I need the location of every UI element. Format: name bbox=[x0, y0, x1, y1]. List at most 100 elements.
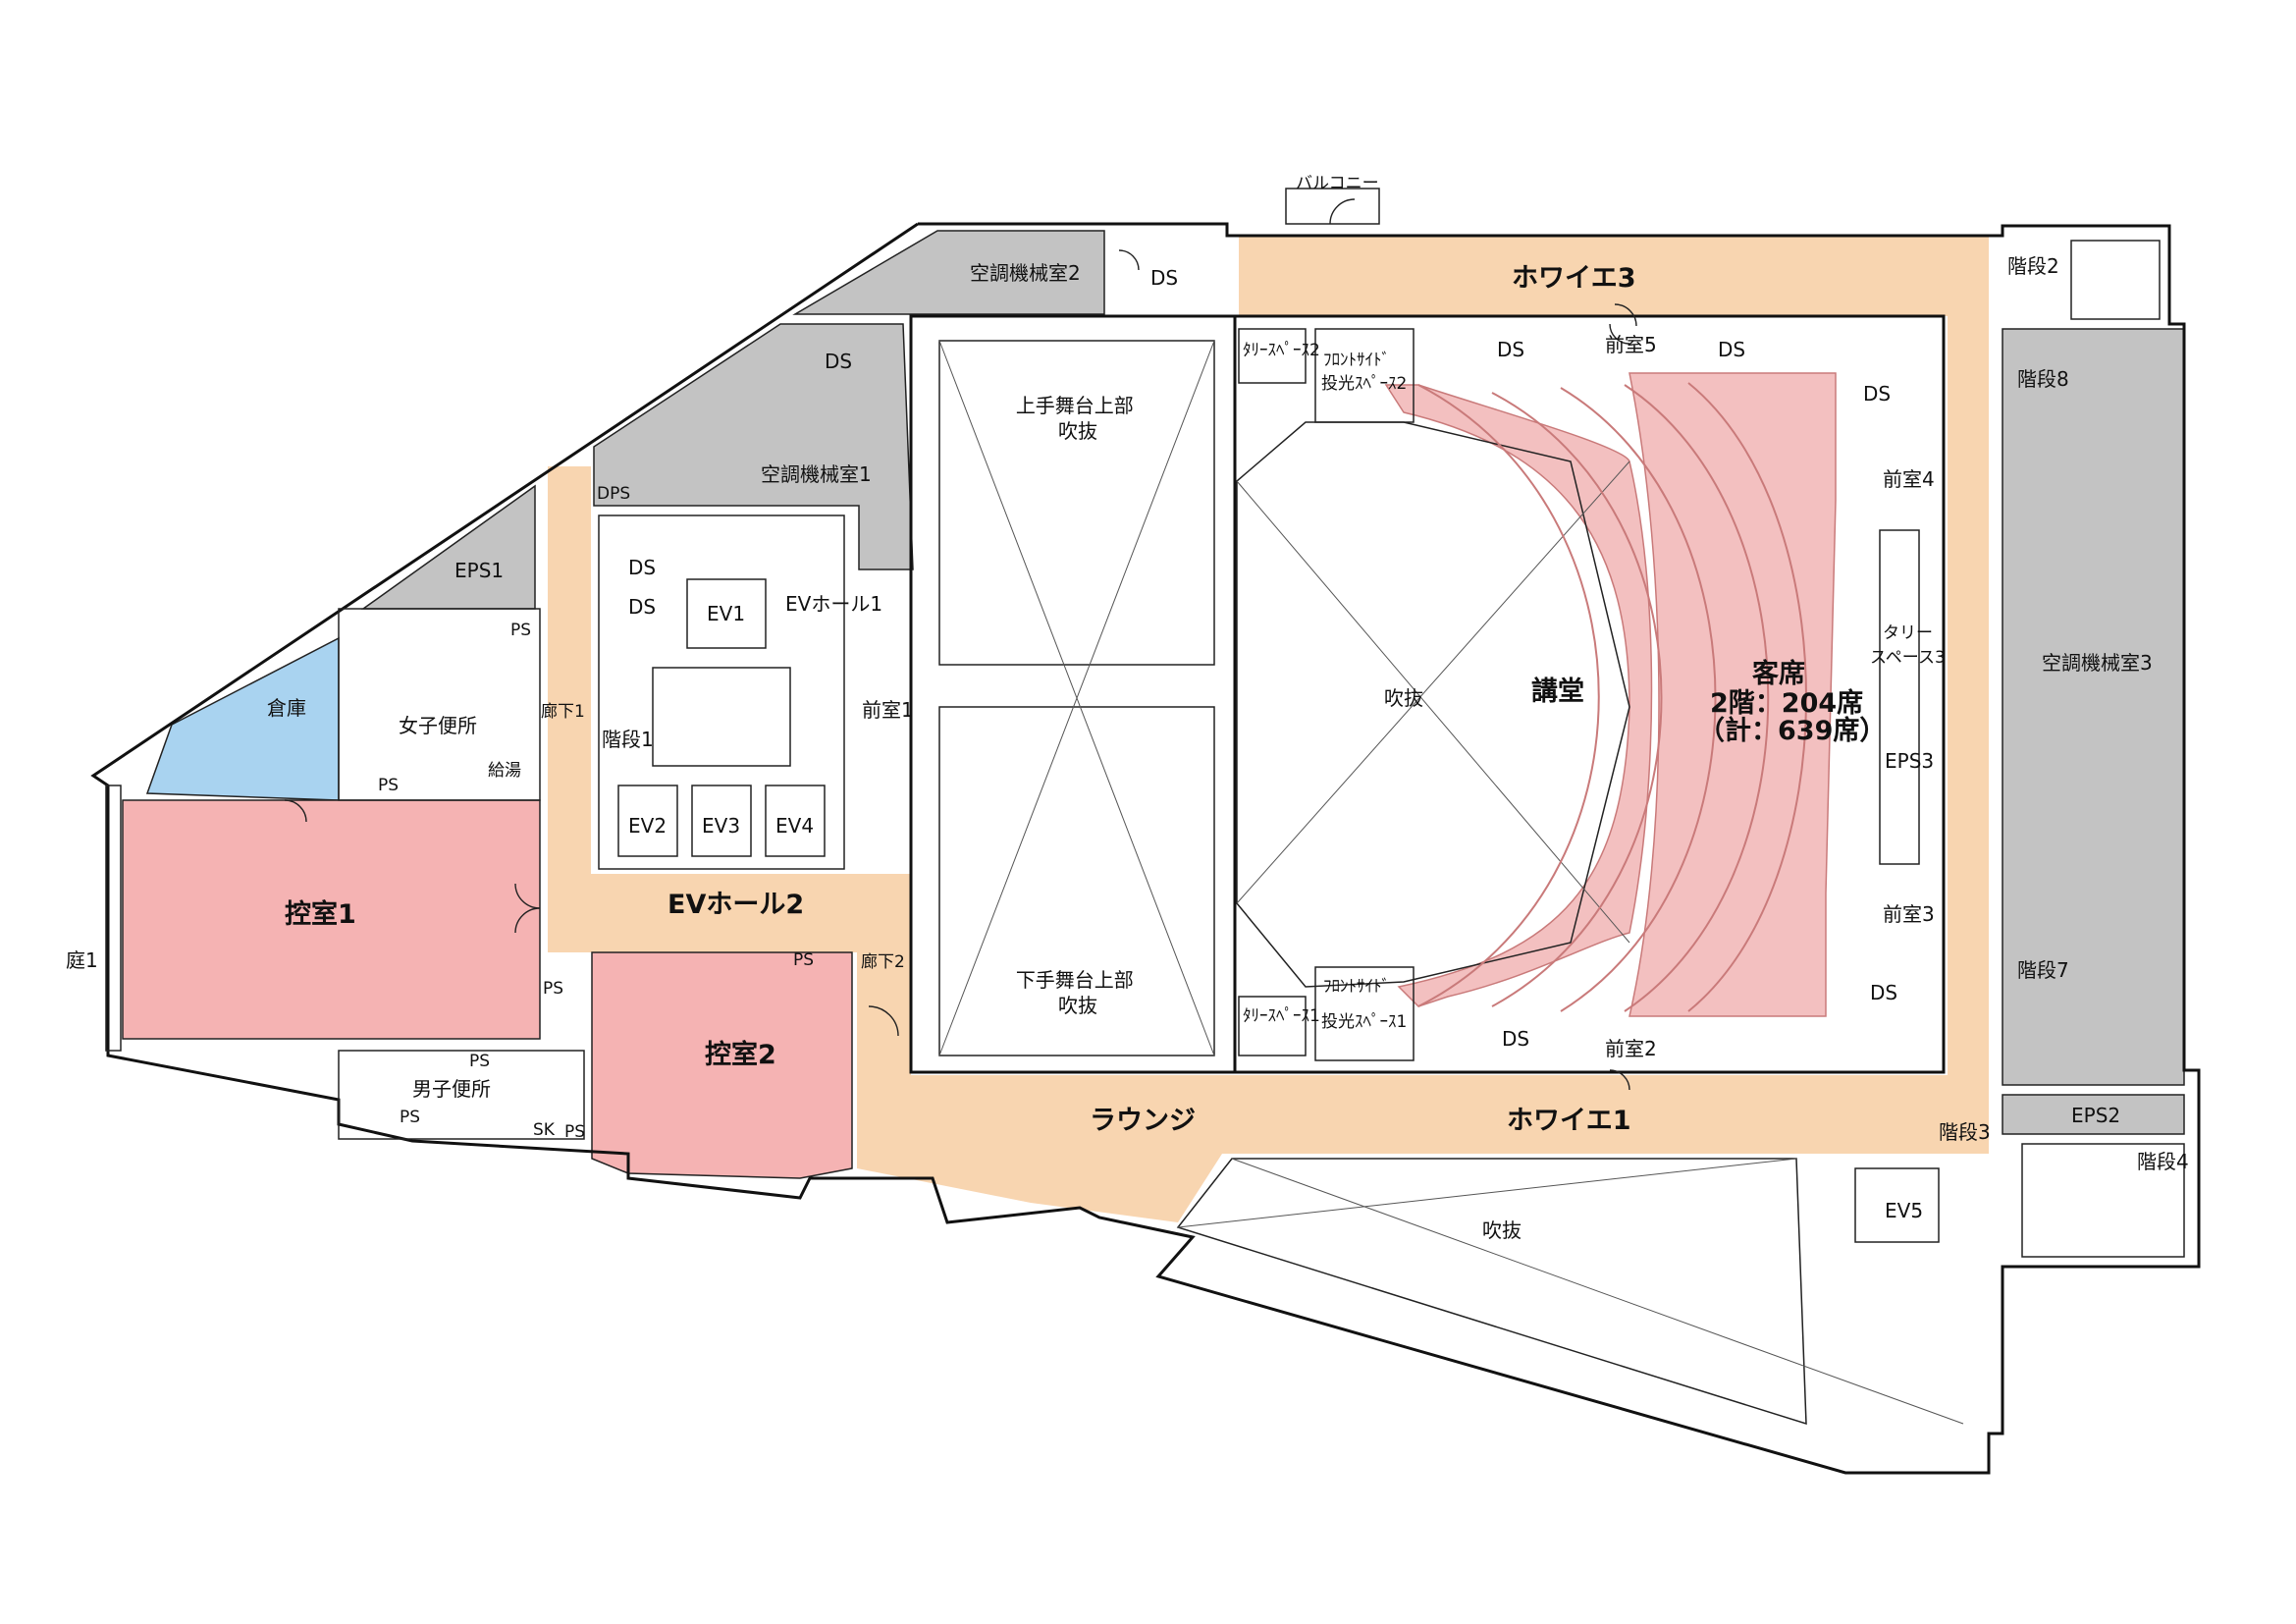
label-front-room-3: 前室3 bbox=[1883, 902, 1935, 926]
front-side-2-line-1: ﾌﾛﾝﾄｻｲﾄﾞ bbox=[1323, 351, 1390, 370]
ev2-shaft bbox=[617, 785, 678, 857]
foyer-3-area bbox=[1239, 236, 1989, 316]
label-front-side-light-2: ﾌﾛﾝﾄｻｲﾄﾞ 投光ｽﾍﾟｰｽ2 bbox=[1321, 351, 1407, 394]
label-atrium-bottom: 吹抜 bbox=[1482, 1218, 1522, 1242]
front-side-1-line-2: 投光ｽﾍﾟｰｽ1 bbox=[1321, 1012, 1407, 1032]
label-front-room-4: 前室4 bbox=[1883, 467, 1935, 491]
label-ds-aud-top-left: DS bbox=[1497, 338, 1524, 361]
stair-1-block bbox=[652, 667, 791, 767]
label-mens-wc: 男子便所 bbox=[412, 1077, 491, 1101]
label-front-room-5: 前室5 bbox=[1605, 333, 1657, 356]
label-foyer-1: ホワイエ1 bbox=[1507, 1106, 1631, 1136]
door-balcony bbox=[1329, 198, 1356, 225]
ev5-shaft bbox=[1854, 1167, 1940, 1243]
lower-atrium-x2 bbox=[1177, 1158, 1797, 1228]
foyer-1-lounge-area bbox=[857, 1075, 1989, 1222]
ac-room-1-area bbox=[593, 323, 914, 570]
lower-stage-void bbox=[938, 706, 1215, 1056]
label-front-room-1: 前室1 bbox=[862, 698, 914, 722]
doors bbox=[284, 198, 1637, 1091]
label-ps-1: PS bbox=[510, 621, 531, 640]
label-garden: 庭1 bbox=[66, 948, 98, 972]
garden-stripe bbox=[105, 785, 122, 1052]
door-storage bbox=[284, 799, 307, 823]
center-atrium-x1 bbox=[1236, 480, 1630, 944]
label-seating-2f: 2階：204席 bbox=[1710, 687, 1863, 719]
label-balcony: バルコニー bbox=[1296, 174, 1379, 193]
room-labels: バルコニー 空調機械室2 DS ホワイエ3 階段2 DS 階段8 空調機械室1 … bbox=[66, 174, 2189, 1242]
label-tally-space-right: タリー スペース3 bbox=[1870, 623, 1946, 668]
eps3-block bbox=[1879, 529, 1920, 865]
label-lounge: ラウンジ bbox=[1090, 1106, 1196, 1136]
label-upper-stage: 上手舞台上部 吹抜 bbox=[1016, 394, 1140, 443]
label-sk: SK bbox=[533, 1120, 556, 1140]
seating-area bbox=[1384, 384, 1653, 1007]
tally-right-line-2: スペース3 bbox=[1870, 648, 1946, 668]
lower-atrium-x1 bbox=[1231, 1158, 1964, 1425]
front-side-2-block bbox=[1314, 328, 1415, 423]
label-ev-hall-2: EVホール2 bbox=[667, 890, 804, 920]
ev4-shaft bbox=[765, 785, 826, 857]
seating-row-4 bbox=[1624, 384, 1770, 1012]
door-front-5 bbox=[1609, 323, 1630, 345]
outer-wall bbox=[90, 222, 2201, 1475]
label-ev5: EV5 bbox=[1885, 1199, 1923, 1222]
lower-stage-line-2: 吹抜 bbox=[1058, 994, 1097, 1017]
label-eps2: EPS2 bbox=[2071, 1104, 2120, 1127]
seating-row-2 bbox=[1491, 392, 1663, 1007]
front-side-1-block bbox=[1314, 966, 1415, 1061]
label-stair-8: 階段8 bbox=[2017, 367, 2069, 391]
door-corridor-2 bbox=[868, 1005, 899, 1037]
mens-wc-block bbox=[338, 1050, 585, 1140]
label-atrium-center: 吹抜 bbox=[1384, 686, 1423, 710]
label-front-side-light-1: ﾌﾛﾝﾄｻｲﾄﾞ 投光ｽﾍﾟｰｽ1 bbox=[1321, 977, 1407, 1032]
label-corridor-1: 廊下1 bbox=[541, 702, 585, 722]
label-ps-7: PS bbox=[564, 1122, 585, 1142]
door-foyer-3 bbox=[1614, 303, 1637, 327]
lower-stage-line-1: 下手舞台上部 bbox=[1016, 968, 1134, 992]
label-ps-4: PS bbox=[793, 950, 814, 970]
label-eps3: EPS3 bbox=[1885, 749, 1934, 773]
label-ds-aud-top-right: DS bbox=[1863, 382, 1891, 406]
label-seating-total: （計：639席） bbox=[1698, 715, 1886, 746]
stair-8-landing-area bbox=[1948, 236, 1989, 1090]
label-ev-hall-1: EVホール1 bbox=[785, 592, 882, 616]
ev-hall-2-area bbox=[548, 874, 911, 952]
label-ds-top: DS bbox=[1150, 266, 1178, 290]
label-auditorium: 講堂 bbox=[1531, 676, 1584, 707]
label-tally-space-bottom: ﾀﾘｰｽﾍﾟｰｽ1 bbox=[1243, 1006, 1320, 1026]
label-ps-6: PS bbox=[400, 1108, 420, 1127]
ac-room-2-area bbox=[792, 230, 1105, 315]
tally-space-2-block bbox=[1238, 328, 1307, 384]
ac-room-3-area bbox=[2002, 328, 2185, 1086]
label-stair-7: 階段7 bbox=[2017, 958, 2069, 982]
door-waiting-1b bbox=[514, 907, 541, 934]
colored-zones bbox=[122, 230, 2185, 1222]
upper-stage-void bbox=[938, 340, 1215, 666]
stair-2-block bbox=[2070, 240, 2161, 320]
front-side-1-line-1: ﾌﾛﾝﾄｻｲﾄﾞ bbox=[1323, 977, 1390, 997]
balcony-block bbox=[1285, 188, 1380, 225]
tally-space-1-block bbox=[1238, 996, 1307, 1056]
seating-row-1 bbox=[1417, 384, 1600, 1007]
center-atrium-outline bbox=[1236, 421, 1630, 988]
lower-atrium-outline bbox=[1176, 1158, 1807, 1426]
corridor-1-area bbox=[548, 466, 591, 903]
ev3-shaft bbox=[691, 785, 752, 857]
eps1-area bbox=[360, 484, 536, 610]
label-ac-room-1: 空調機械室1 bbox=[761, 462, 872, 486]
door-ds-top bbox=[1118, 249, 1140, 271]
label-waiting-2: 控室2 bbox=[705, 1039, 776, 1070]
label-womens-wc: 女子便所 bbox=[399, 714, 477, 737]
label-storage: 倉庫 bbox=[267, 696, 306, 720]
label-ev4: EV4 bbox=[775, 814, 814, 838]
label-ps-3: PS bbox=[543, 979, 563, 999]
ev1-shaft bbox=[686, 578, 767, 649]
label-eps1: EPS1 bbox=[454, 559, 504, 582]
label-waiting-1: 控室1 bbox=[285, 898, 356, 930]
label-ds-eh2: DS bbox=[628, 595, 656, 619]
seating-row-3 bbox=[1560, 387, 1717, 1012]
label-lower-stage: 下手舞台上部 吹抜 bbox=[1016, 968, 1140, 1017]
label-corridor-2: 廊下2 bbox=[861, 952, 905, 972]
